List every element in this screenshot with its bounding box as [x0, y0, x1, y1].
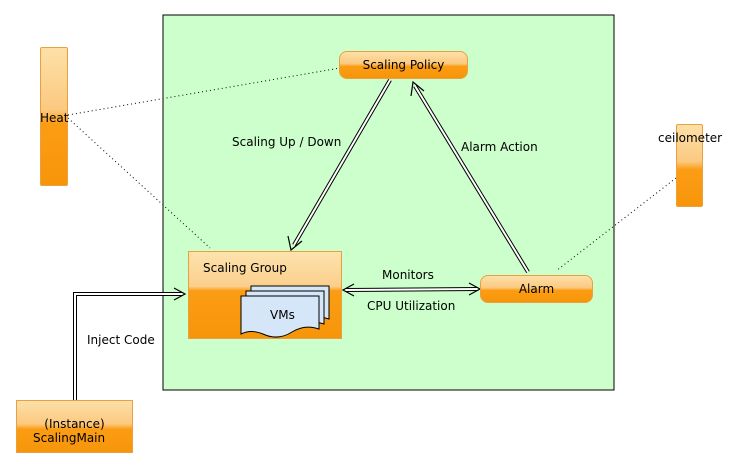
edge-label-monitors: Monitors	[382, 268, 434, 282]
instance-node: (Instance) ScalingMain	[16, 400, 133, 453]
heat-label: Heat	[40, 111, 69, 125]
heat-group-link	[67, 117, 211, 249]
alarm-node: Alarm	[480, 275, 593, 303]
edge-label-alarm-action: Alarm Action	[461, 140, 538, 154]
edge-label-cpu-utilization: CPU Utilization	[367, 299, 456, 313]
scaling-group-node: Scaling Group VMs	[188, 251, 342, 339]
ceilometer-node	[676, 124, 703, 207]
instance-label-line1: (Instance)	[44, 417, 105, 431]
vms-icon	[240, 285, 330, 338]
instance-label-line2: ScalingMain	[33, 431, 106, 445]
scaling-policy-node: Scaling Policy	[339, 51, 468, 79]
scaling-policy-label: Scaling Policy	[362, 58, 445, 72]
heat-node	[40, 47, 68, 186]
scaling-group-label: Scaling Group	[203, 261, 287, 275]
edge-label-inject-code: Inject Code	[87, 333, 155, 347]
alarm-label: Alarm	[518, 282, 555, 296]
ceilometer-label: ceilometer	[658, 131, 723, 145]
edge-label-scaling-up-down: Scaling Up / Down	[232, 135, 342, 149]
vms-label: VMs	[270, 308, 295, 322]
